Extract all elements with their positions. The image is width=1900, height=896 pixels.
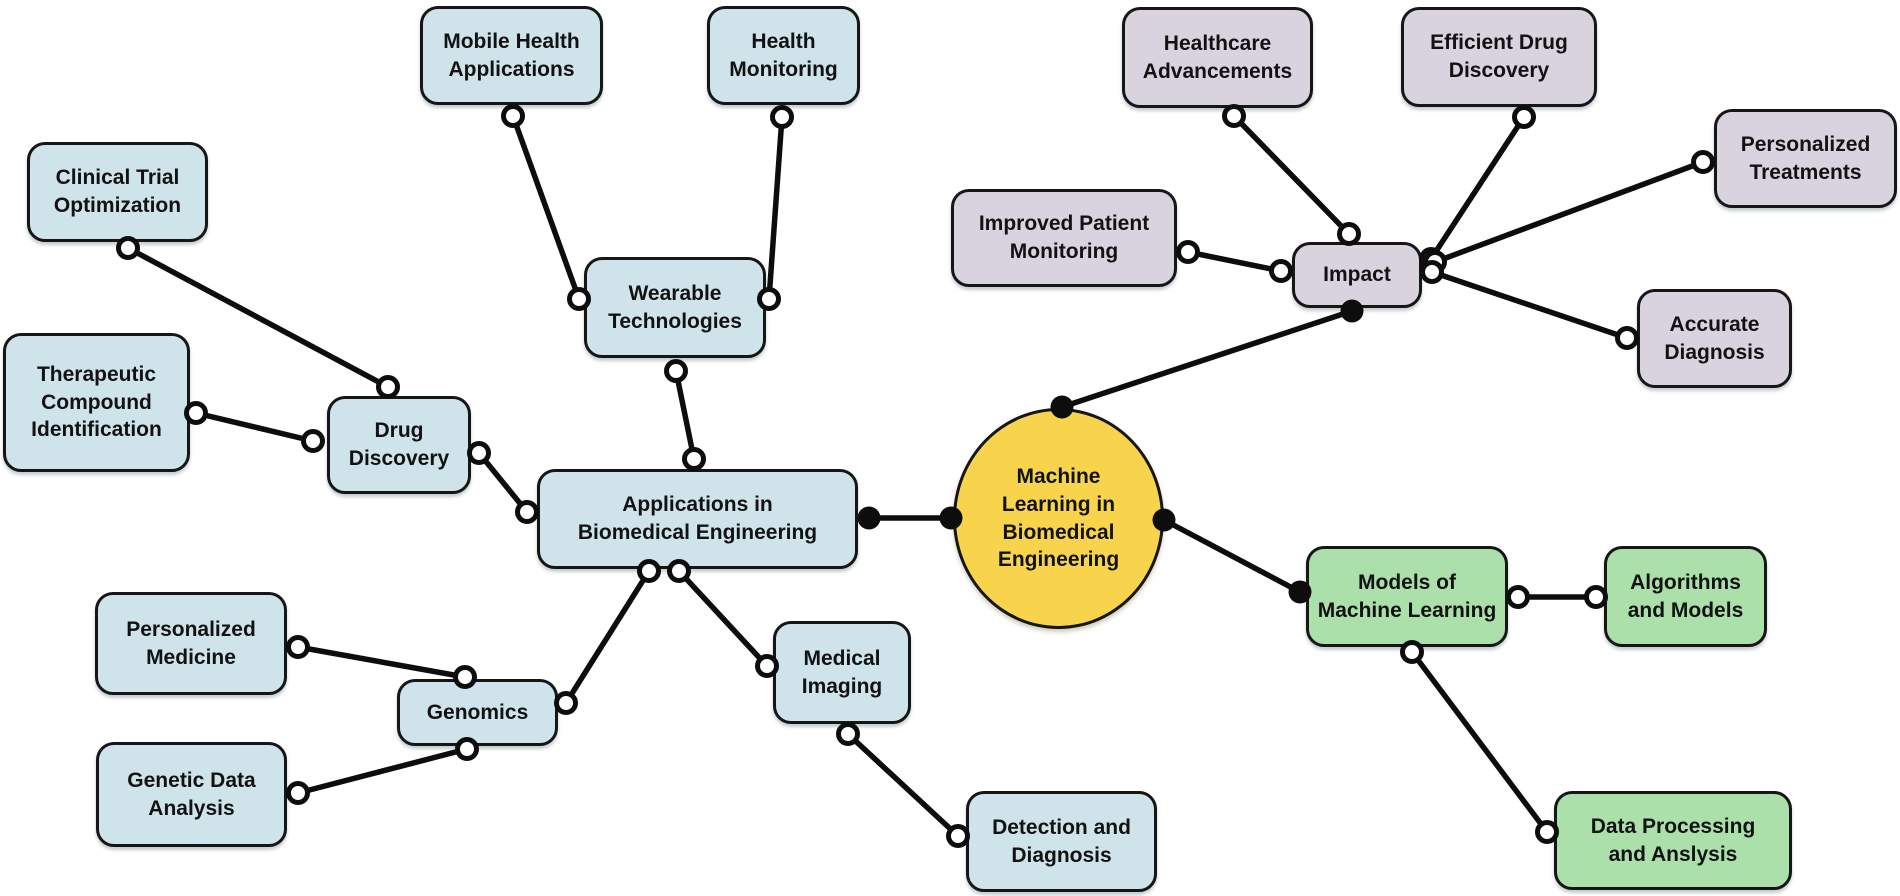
- filled-connector-dot: [857, 506, 881, 530]
- edge-wearable-technologies--applications-in-biomedical-engineering: [673, 368, 697, 462]
- open-connector-dot: [515, 500, 539, 524]
- edge-impact--personalized-treatments: [1432, 159, 1706, 265]
- edge-center--models-of-machine-learning: [1161, 517, 1303, 595]
- open-connector-dot: [682, 447, 706, 471]
- edge-mobile-health-applications--wearable-technologies: [510, 113, 582, 302]
- open-connector-dot: [1512, 105, 1536, 129]
- edge-medical-imaging--detection-and-diagnosis: [845, 731, 961, 839]
- node-mobile-health-applications: Mobile Health Applications: [420, 6, 603, 105]
- edge-models-of-machine-learning--data-processing-and-anslysis: [1409, 649, 1550, 835]
- open-connector-dot: [1691, 150, 1715, 174]
- open-connector-dot: [836, 722, 860, 746]
- edge-health-monitoring--wearable-technologies: [766, 114, 785, 302]
- open-connector-dot: [501, 104, 525, 128]
- edge-applications-in-biomedical-engineering--medical-imaging: [676, 568, 770, 669]
- open-connector-dot: [554, 691, 578, 715]
- edge-genomics--genetic-data-analysis: [295, 746, 470, 796]
- edge-improved-patient-monitoring--impact: [1185, 249, 1284, 274]
- open-connector-dot: [1423, 250, 1447, 274]
- open-connector-dot: [301, 429, 325, 453]
- edge-center--impact: [1059, 308, 1355, 410]
- node-impact: Impact: [1292, 242, 1422, 308]
- node-drug-discovery: Drug Discovery: [327, 396, 471, 494]
- open-connector-dot: [770, 105, 794, 129]
- node-accurate-diagnosis: Accurate Diagnosis: [1637, 289, 1792, 388]
- edge-applications-in-biomedical-engineering--genomics: [563, 568, 652, 706]
- node-personalized-medicine: Personalized Medicine: [95, 592, 287, 695]
- open-connector-dot: [286, 635, 310, 659]
- open-connector-dot: [1584, 585, 1608, 609]
- node-improved-patient-monitoring: Improved Patient Monitoring: [951, 189, 1177, 287]
- open-connector-dot: [467, 441, 491, 465]
- open-connector-dot: [1176, 240, 1200, 264]
- open-connector-dot: [1420, 260, 1444, 284]
- edge-genomics--personalized-medicine: [295, 644, 468, 680]
- edge-impact--efficient-drug-discovery: [1428, 114, 1527, 262]
- node-wearable-technologies: Wearable Technologies: [584, 257, 766, 358]
- open-connector-dot: [1222, 104, 1246, 128]
- node-detection-and-diagnosis: Detection and Diagnosis: [966, 791, 1157, 892]
- edge-impact--accurate-diagnosis: [1429, 269, 1630, 341]
- node-health-monitoring: Health Monitoring: [707, 6, 860, 105]
- open-connector-dot: [286, 781, 310, 805]
- node-therapeutic-compound-identification: Therapeutic Compound Identification: [3, 333, 190, 472]
- open-connector-dot: [376, 375, 400, 399]
- open-connector-dot: [1506, 585, 1530, 609]
- edge-healthcare-advancements--impact: [1231, 113, 1352, 237]
- node-applications-in-biomedical-engineering: Applications in Biomedical Engineering: [537, 469, 858, 569]
- open-connector-dot: [664, 359, 688, 383]
- open-connector-dot: [1419, 247, 1443, 271]
- node-data-processing-and-anslysis: Data Processing and Anslysis: [1554, 791, 1792, 890]
- edge-drug-discovery--applications-in-biomedical-engineering: [476, 450, 530, 515]
- node-center: Machine Learning in Biomedical Engineeri…: [953, 408, 1164, 629]
- node-genomics: Genomics: [397, 679, 558, 746]
- node-clinical-trial-optimization: Clinical Trial Optimization: [27, 142, 208, 242]
- edge-therapeutic-compound-identification--drug-discovery: [193, 410, 316, 444]
- open-connector-dot: [946, 824, 970, 848]
- node-personalized-treatments: Personalized Treatments: [1714, 109, 1897, 208]
- open-connector-dot: [1337, 222, 1361, 246]
- node-genetic-data-analysis: Genetic Data Analysis: [96, 742, 287, 847]
- node-efficient-drug-discovery: Efficient Drug Discovery: [1401, 7, 1597, 107]
- open-connector-dot: [1615, 326, 1639, 350]
- node-medical-imaging: Medical Imaging: [773, 621, 911, 724]
- node-healthcare-advancements: Healthcare Advancements: [1122, 7, 1313, 108]
- open-connector-dot: [1269, 259, 1293, 283]
- node-algorithms-and-models: Algorithms and Models: [1604, 546, 1767, 647]
- node-models-of-machine-learning: Models of Machine Learning: [1306, 546, 1508, 647]
